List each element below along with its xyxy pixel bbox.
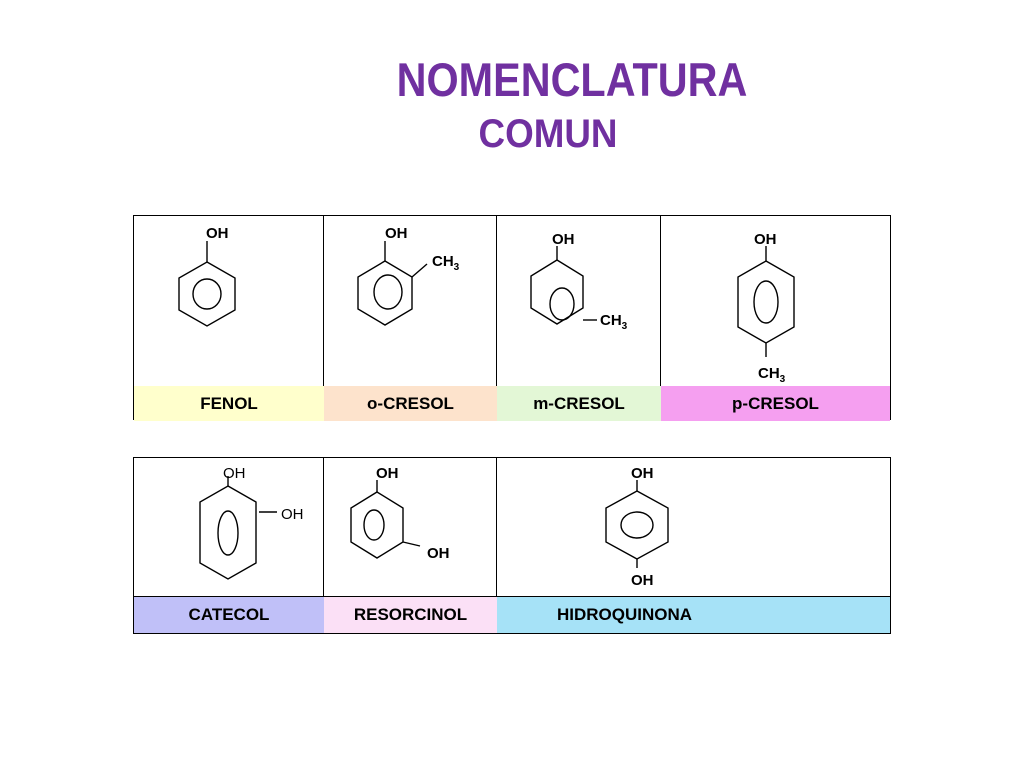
catecol-oh-2-label: OH [281, 506, 304, 523]
ch-text: CH [758, 365, 780, 382]
subscript-3: 3 [454, 262, 460, 273]
p-cresol-structure: OH CH3 [737, 231, 795, 385]
page-title: NOMENCLATURA [396, 53, 748, 106]
structures-row-1: OH OH CH3 OH CH3 OH CH3 [178, 225, 795, 385]
ch-text: CH [432, 253, 454, 270]
label-hidroquinona: HIDROQUINONA [497, 596, 890, 633]
label-m-cresol: m-CRESOL [497, 386, 661, 421]
catecol-structure: OH OH [199, 465, 304, 580]
page-subtitle: COMUN [478, 112, 618, 156]
resorcinol-structure: OH OH [350, 465, 450, 562]
hidroquinona-structure: OH OH [605, 465, 669, 589]
structures-row-2: OH OH OH OH OH OH [199, 465, 669, 589]
label-p-cresol: p-CRESOL [661, 386, 890, 421]
ch-text: CH [600, 312, 622, 329]
m-cresol-methyl-label: CH3 [600, 312, 628, 332]
m-cresol-structure: OH CH3 [530, 231, 628, 332]
fenol-oh-label: OH [206, 225, 229, 242]
column-divider [496, 458, 497, 633]
diol-table: OH OH OH OH OH OH CATECOL RESORCINOL HID… [133, 457, 891, 634]
p-cresol-oh-label: OH [754, 231, 777, 248]
phenol-cresol-table: OH OH CH3 OH CH3 OH CH3 [133, 215, 891, 421]
subscript-3: 3 [780, 374, 786, 385]
o-cresol-methyl-label: CH3 [432, 253, 460, 273]
subscript-3: 3 [622, 321, 628, 332]
resorcinol-oh-1-label: OH [376, 465, 399, 482]
label-catecol: CATECOL [134, 596, 324, 633]
label-fenol: FENOL [134, 386, 324, 421]
o-cresol-oh-label: OH [385, 225, 408, 242]
label-o-cresol: o-CRESOL [324, 386, 497, 421]
m-cresol-oh-label: OH [552, 231, 575, 248]
p-cresol-methyl-label: CH3 [758, 365, 786, 385]
catecol-oh-1-label: OH [223, 465, 246, 482]
resorcinol-oh-2-label: OH [427, 545, 450, 562]
column-divider [496, 216, 497, 386]
hidroquinona-oh-1-label: OH [631, 465, 654, 482]
column-divider [660, 216, 661, 386]
label-resorcinol: RESORCINOL [324, 596, 497, 633]
hidroquinona-oh-2-label: OH [631, 572, 654, 589]
column-divider [323, 458, 324, 633]
column-divider [323, 216, 324, 386]
fenol-structure: OH [178, 225, 236, 327]
o-cresol-structure: OH CH3 [357, 225, 460, 326]
